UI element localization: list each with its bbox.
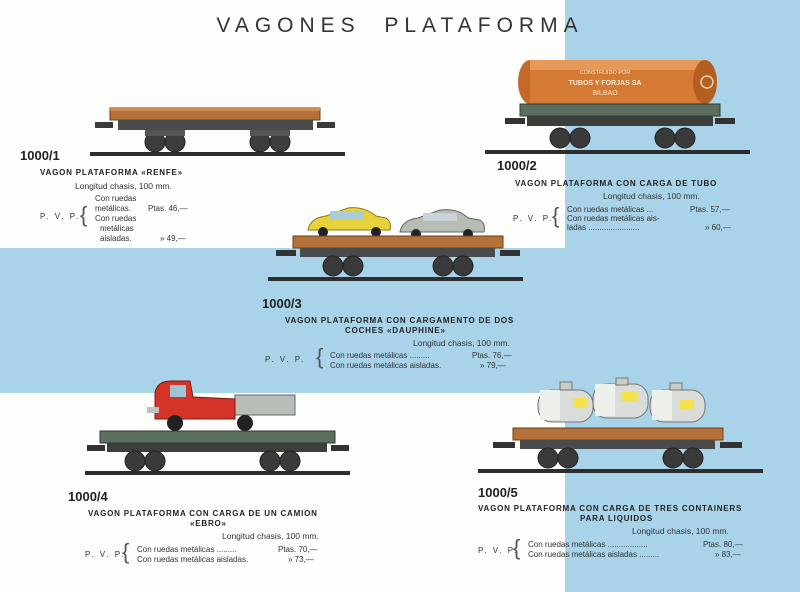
item-4-brace: { bbox=[122, 539, 130, 564]
item-4-name-2: «EBRO» bbox=[190, 519, 227, 528]
item-2-label-3: ladas ....................... bbox=[567, 223, 640, 232]
item-2-number: 1000/2 bbox=[497, 158, 537, 173]
item-3-name-1: VAGON PLATAFORMA CON CARGAMENTO DE DOS bbox=[285, 316, 515, 325]
item-3-number: 1000/3 bbox=[262, 296, 302, 311]
item-3-brace: { bbox=[316, 344, 324, 369]
wagon-5-image bbox=[478, 377, 763, 473]
item-2-pvp: P. V. P. bbox=[513, 214, 554, 223]
item-3-pvp: P. V. P. bbox=[265, 355, 306, 364]
item-1-number: 1000/1 bbox=[20, 148, 60, 163]
item-1-label-5: aisladas. bbox=[100, 234, 132, 243]
item-1-name: VAGON PLATAFORMA «RENFE» bbox=[40, 168, 183, 177]
item-2-brace: { bbox=[552, 203, 560, 228]
wagon-1-image bbox=[90, 107, 345, 156]
item-1-label-4: metálicas bbox=[100, 224, 134, 233]
page-title: VAGONES PLATAFORMA bbox=[216, 14, 584, 37]
wagon-2-image: CONSTRUIDO POR TUBOS Y FORJAS SA BILBAO bbox=[485, 60, 750, 154]
item-4-length: Longitud chasis, 100 mm. bbox=[222, 531, 319, 541]
item-5-name-1: VAGON PLATAFORMA CON CARGA DE TRES CONTA… bbox=[478, 504, 743, 513]
item-2-name: VAGON PLATAFORMA CON CARGA DE TUBO bbox=[515, 179, 718, 188]
item-3-price-2: » 79,— bbox=[480, 361, 506, 370]
item-5-name-2: PARA LIQUIDOS bbox=[580, 514, 654, 523]
item-5-label-1: Con ruedas metálicas .................. bbox=[528, 540, 648, 549]
wagon-3-image bbox=[268, 207, 523, 281]
item-2-label-2: Con ruedas metálicas ais- bbox=[567, 214, 660, 223]
item-3-name-2: COCHES «DAUPHINE» bbox=[345, 326, 446, 335]
item-1-price-2: » 49,— bbox=[160, 234, 186, 243]
tube-text-2: TUBOS Y FORJAS SA bbox=[569, 80, 642, 87]
item-1-length: Longitud chasis, 100 mm. bbox=[75, 181, 172, 191]
item-5-price-1: Ptas. 80,— bbox=[703, 540, 743, 549]
tube-text-1: CONSTRUIDO POR bbox=[580, 70, 630, 76]
item-5-price-2: » 83,— bbox=[715, 550, 741, 559]
item-5-number: 1000/5 bbox=[478, 485, 518, 500]
item-2-label-1: Con ruedas metálicas ... bbox=[567, 205, 654, 214]
item-4-pvp: P. V. P. bbox=[85, 550, 126, 559]
item-1-price-1: Ptas. 46,— bbox=[148, 204, 188, 213]
item-5-brace: { bbox=[513, 535, 521, 560]
item-4-number: 1000/4 bbox=[68, 489, 108, 504]
item-1-pvp: P. V. P. bbox=[40, 212, 81, 221]
item-1-brace: { bbox=[80, 202, 88, 227]
item-2-price-2: » 60,— bbox=[705, 223, 731, 232]
item-5-pvp: P. V. P. bbox=[478, 546, 519, 555]
item-2-price-1: Ptas. 57,— bbox=[690, 205, 730, 214]
item-1-label-2: metálicas. bbox=[95, 204, 132, 213]
item-3-length: Longitud chasis, 100 mm. bbox=[413, 338, 510, 348]
item-3-price-1: Ptas. 76,— bbox=[472, 351, 512, 360]
item-1-label-1: Con ruedas bbox=[95, 194, 137, 203]
item-4-price-1: Ptas. 70,— bbox=[278, 545, 318, 554]
item-5-label-2: Con ruedas metálicas aisladas ......... bbox=[528, 550, 660, 559]
item-3-label-2: Con ruedas metálicas aisladas. bbox=[330, 361, 442, 370]
item-3-label-1: Con ruedas metálicas ......... bbox=[330, 351, 430, 360]
item-4-name-1: VAGON PLATAFORMA CON CARGA DE UN CAMION bbox=[88, 509, 318, 518]
tube-text-3: BILBAO bbox=[592, 90, 618, 97]
item-4-label-1: Con ruedas metálicas ......... bbox=[137, 545, 237, 554]
item-1-label-3: Con ruedas bbox=[95, 214, 137, 223]
wagon-4-image bbox=[85, 380, 350, 475]
item-5-length: Longitud chasis, 100 mm. bbox=[632, 526, 729, 536]
item-2-length: Longitud chasis, 100 mm. bbox=[603, 191, 700, 201]
item-4-price-2: » 73,— bbox=[288, 555, 314, 564]
item-4-label-2: Con ruedas metálicas aisladas. bbox=[137, 555, 249, 564]
